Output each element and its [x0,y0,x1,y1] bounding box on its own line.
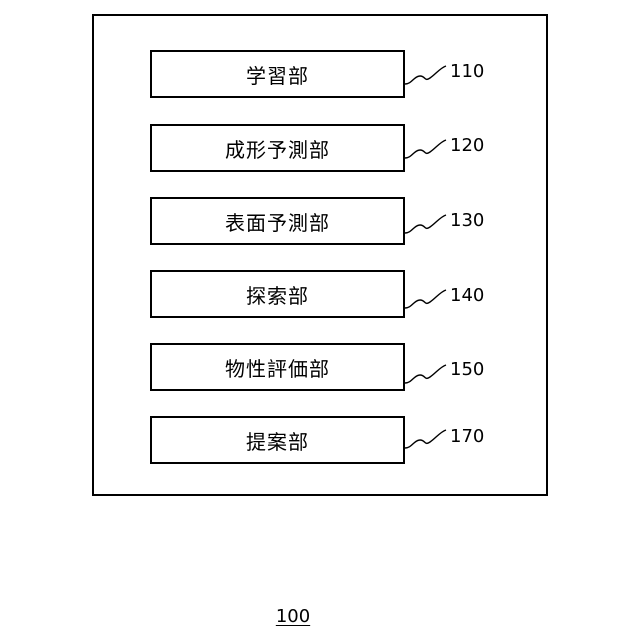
module-label: 探索部 [246,280,309,309]
module-label: 成形予測部 [225,134,330,163]
ref-number-130: 130 [450,211,484,231]
ref-number-110: 110 [450,62,484,82]
ref-number-170: 170 [450,427,484,447]
module-label: 表面予測部 [225,207,330,236]
ref-number-150: 150 [450,360,484,380]
module-box-property-evaluation: 物性評価部 [150,343,405,391]
leader-line-110 [400,56,450,96]
module-box-molding-prediction: 成形予測部 [150,124,405,172]
leader-line-120 [400,130,450,170]
ref-number-120: 120 [450,136,484,156]
module-label: 提案部 [246,426,309,455]
module-label: 物性評価部 [225,353,330,382]
ref-number-140: 140 [450,286,484,306]
module-box-search: 探索部 [150,270,405,318]
module-box-surface-prediction: 表面予測部 [150,197,405,245]
module-box-learning: 学習部 [150,50,405,98]
module-box-proposal: 提案部 [150,416,405,464]
leader-line-150 [400,355,450,395]
figure-label: 100 [0,606,586,627]
leader-line-140 [400,280,450,320]
module-label: 学習部 [246,60,309,89]
leader-line-170 [400,420,450,460]
leader-line-130 [400,205,450,245]
